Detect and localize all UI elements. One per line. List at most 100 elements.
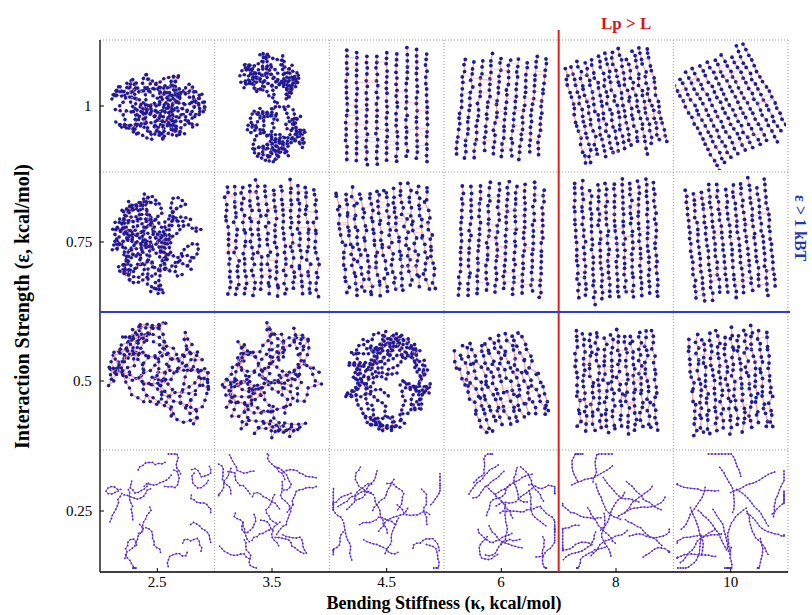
- monomer-bead: [425, 69, 429, 73]
- monomer-bead: [644, 111, 648, 115]
- monomer-bead: [301, 137, 305, 141]
- polymer-contact: [536, 74, 545, 76]
- polymer-contact: [692, 81, 699, 85]
- polymer-contact: [692, 115, 699, 119]
- monomer-bead: [637, 72, 641, 76]
- grid-line: [329, 40, 330, 572]
- monomer-bead: [630, 113, 634, 117]
- monomer-bead: [394, 70, 398, 74]
- monomer-bead: [706, 130, 710, 134]
- polymer-chain: [133, 111, 162, 139]
- monomer-bead: [509, 137, 513, 141]
- monomer-bead: [396, 105, 400, 109]
- monomer-bead: [728, 85, 732, 89]
- snapshot-cell: [238, 52, 307, 164]
- polymer-contact: [586, 97, 593, 98]
- polymer-contact: [733, 141, 740, 145]
- monomer-bead: [521, 127, 525, 131]
- monomer-bead: [153, 102, 157, 106]
- polymer-chain: [263, 54, 296, 89]
- monomer-bead: [515, 82, 519, 86]
- monomer-bead: [244, 79, 248, 83]
- monomer-bead: [415, 60, 419, 64]
- monomer-bead: [405, 77, 409, 81]
- monomer-bead: [254, 72, 258, 76]
- polymer-contact: [510, 63, 519, 65]
- monomer-bead: [117, 235, 121, 239]
- monomer-bead: [239, 81, 243, 85]
- monomer-bead: [617, 84, 621, 88]
- polymer-chain: [128, 208, 184, 245]
- monomer-bead: [289, 85, 293, 89]
- monomer-bead: [738, 137, 742, 141]
- monomer-bead: [375, 72, 379, 76]
- monomer-bead: [131, 219, 135, 223]
- monomer-bead: [512, 124, 516, 128]
- monomer-bead: [130, 90, 134, 94]
- monomer-bead: [149, 82, 153, 86]
- monomer-bead: [492, 152, 496, 156]
- monomer-bead: [471, 67, 475, 71]
- monomer-bead: [285, 92, 289, 96]
- monomer-bead: [134, 102, 138, 106]
- monomer-bead: [126, 250, 130, 254]
- monomer-bead: [732, 61, 736, 65]
- monomer-bead: [529, 114, 533, 118]
- monomer-bead: [184, 92, 188, 96]
- monomer-bead: [629, 76, 633, 80]
- polymer-chain: [736, 46, 781, 131]
- monomer-bead: [475, 131, 479, 135]
- monomer-bead: [700, 118, 704, 122]
- monomer-bead: [541, 88, 545, 92]
- monomer-bead: [764, 118, 768, 122]
- monomer-bead: [744, 48, 748, 52]
- tick-mark: [100, 511, 104, 512]
- monomer-bead: [758, 142, 762, 146]
- monomer-bead: [510, 154, 514, 158]
- monomer-bead: [346, 109, 350, 113]
- monomer-bead: [588, 83, 592, 87]
- monomer-bead: [478, 83, 482, 87]
- monomer-bead: [707, 113, 711, 117]
- monomer-bead: [663, 134, 667, 138]
- polymer-contact: [736, 79, 743, 83]
- monomer-bead: [129, 264, 133, 268]
- monomer-bead: [600, 104, 604, 108]
- monomer-bead: [177, 74, 181, 78]
- monomer-bead: [627, 99, 631, 103]
- tick-mark: [501, 568, 502, 572]
- monomer-bead: [172, 254, 176, 258]
- monomer-bead: [118, 109, 122, 113]
- polymer-contact: [617, 74, 624, 75]
- monomer-bead: [639, 117, 643, 121]
- monomer-bead: [258, 128, 262, 132]
- polymer-contact: [683, 98, 690, 102]
- monomer-bead: [524, 73, 528, 77]
- polymer-chain: [260, 55, 290, 99]
- monomer-bead: [118, 123, 122, 127]
- monomer-bead: [178, 87, 182, 91]
- monomer-bead: [631, 87, 635, 91]
- monomer-bead: [252, 76, 256, 80]
- monomer-bead: [123, 125, 127, 129]
- monomer-bead: [749, 72, 753, 76]
- monomer-bead: [175, 115, 179, 119]
- polymer-contact: [645, 138, 652, 139]
- monomer-bead: [271, 88, 275, 92]
- monomer-bead: [265, 76, 269, 80]
- monomer-bead: [480, 65, 484, 69]
- monomer-bead: [118, 123, 122, 127]
- monomer-bead: [739, 55, 743, 59]
- monomer-bead: [120, 94, 124, 98]
- monomer-bead: [537, 147, 541, 151]
- monomer-bead: [243, 73, 247, 77]
- monomer-bead: [489, 64, 493, 68]
- monomer-bead: [523, 95, 527, 99]
- monomer-bead: [161, 109, 165, 113]
- monomer-bead: [123, 250, 127, 254]
- monomer-bead: [698, 97, 702, 101]
- monomer-bead: [573, 107, 577, 111]
- monomer-bead: [355, 92, 359, 96]
- monomer-bead: [154, 236, 158, 240]
- monomer-bead: [274, 105, 278, 109]
